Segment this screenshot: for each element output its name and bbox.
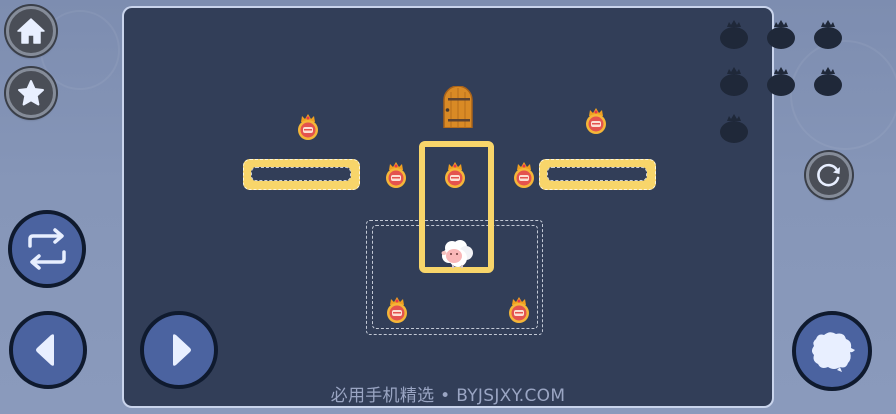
crown-coin-icon: [386, 162, 406, 188]
bomb-bag-icon: [720, 67, 748, 96]
crown-coin-icon: [387, 297, 407, 323]
crown-coin-icon: [586, 108, 606, 134]
crown-coin-icon: [445, 162, 465, 188]
restart-icon: [817, 163, 840, 187]
crown-coin-icon: [514, 162, 534, 188]
move-left-button[interactable]: [9, 311, 87, 389]
home-icon: [17, 18, 45, 44]
arrow-left-icon: [36, 334, 54, 366]
jump-button[interactable]: [792, 311, 872, 391]
bomb-bag-icon: [720, 20, 748, 49]
bomb-bag-icon: [767, 67, 795, 96]
arrow-right-icon: [173, 334, 191, 366]
bomb-bag-icon: [767, 20, 795, 49]
yellow-bar-left[interactable]: [243, 159, 360, 190]
game-board: [122, 6, 774, 408]
crown-coin-icon: [298, 114, 318, 140]
home-button[interactable]: [6, 6, 56, 56]
star-icon: [18, 80, 44, 106]
dashed-region-outer: [366, 220, 543, 335]
dashed-region-inner: [372, 225, 538, 329]
move-right-button[interactable]: [140, 311, 218, 389]
swap-arrows-icon: [28, 228, 66, 270]
star-button[interactable]: [6, 68, 56, 118]
background-swirl: [790, 40, 896, 150]
door-icon: [443, 86, 473, 128]
crown-coin-icon: [509, 297, 529, 323]
bomb-bag-icon: [720, 114, 748, 143]
bomb-bag-icon: [814, 67, 842, 96]
watermark-text: 必用手机精选 • BYJSJXY.COM: [330, 386, 566, 406]
sheep-silhouette-icon: [812, 332, 855, 372]
restart-button[interactable]: [806, 152, 852, 198]
yellow-frame-vertical[interactable]: [419, 141, 494, 273]
yellow-bar-right[interactable]: [539, 159, 656, 190]
swap-button[interactable]: [8, 210, 86, 288]
sheep-icon: [441, 240, 473, 268]
bomb-bag-icon: [814, 20, 842, 49]
